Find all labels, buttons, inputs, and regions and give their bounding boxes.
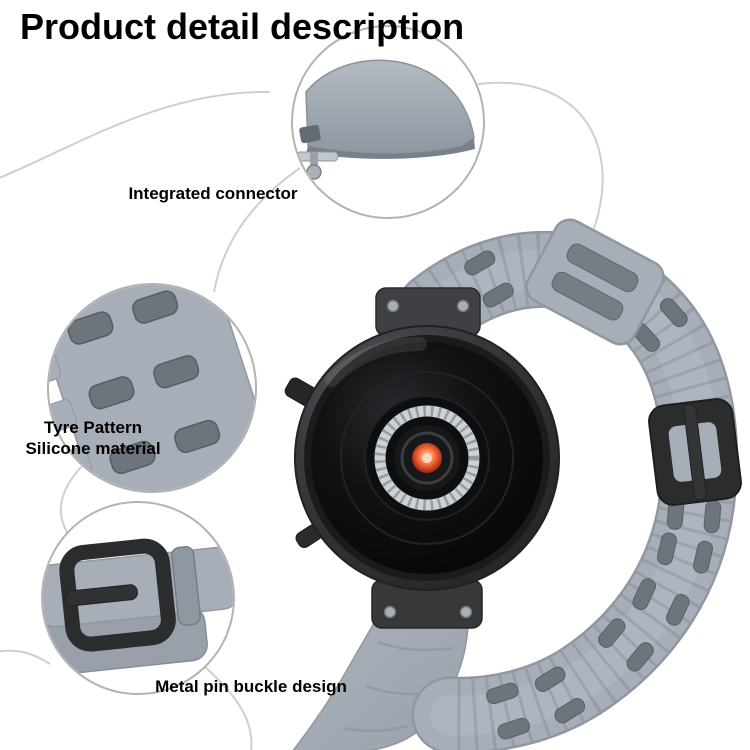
sensor-core-dot	[422, 453, 432, 463]
keeper-slot	[566, 243, 639, 293]
decorative-curves	[0, 81, 604, 750]
strap-buckle	[648, 398, 742, 506]
callout-circle-buckle	[41, 501, 235, 695]
strap-hole-pair	[632, 298, 688, 352]
callout-buckle-content	[43, 538, 233, 677]
pattern-slot	[132, 290, 179, 324]
pattern-tread-tooth	[15, 303, 46, 337]
strap-loop	[396, 218, 742, 750]
strap-keeper	[525, 218, 665, 346]
pin-stem	[310, 152, 318, 168]
buckle-zoom	[59, 538, 176, 652]
decorative-curve	[203, 665, 253, 750]
pattern-slot	[153, 355, 200, 389]
label-metal-pin-buckle: Metal pin buckle design	[155, 677, 347, 696]
strap-hole-pair	[632, 578, 690, 626]
dial-ring	[340, 371, 514, 545]
buckle-zoom-pin	[65, 584, 138, 607]
pattern-strap-body	[49, 285, 255, 491]
pattern-slot	[88, 376, 135, 410]
callout-border	[291, 25, 485, 219]
label-tyre-pattern-line2: Silicone material	[25, 438, 161, 458]
keeper-body	[525, 218, 665, 346]
buckle-pin	[683, 403, 707, 501]
callout-connector-content	[295, 59, 475, 180]
smartwatch-product	[284, 218, 742, 750]
sensor-inner-ring	[400, 431, 454, 485]
decorative-curve	[0, 649, 51, 665]
callout-pattern-content	[15, 285, 255, 491]
lug-screw	[456, 299, 470, 313]
label-tyre-pattern-line1: Tyre Pattern	[44, 418, 142, 437]
connector-body	[305, 59, 475, 155]
connector-underside	[306, 138, 475, 159]
callout-border	[47, 283, 257, 493]
callout-circle-connector	[291, 25, 485, 219]
decorative-curve	[59, 465, 83, 535]
pattern-slot	[67, 311, 114, 345]
page-title: Product detail description	[20, 6, 465, 47]
pattern-slot	[109, 440, 156, 475]
pattern-tread-tooth	[49, 351, 62, 384]
decorative-curve	[213, 167, 301, 293]
strap-hole-pair	[656, 532, 714, 574]
keeper-slot	[551, 271, 624, 321]
decorative-curve	[0, 90, 271, 179]
sensor-metal-ring-texture	[374, 405, 480, 511]
strap-hole-pair	[598, 618, 654, 672]
lug-screw	[383, 605, 397, 619]
label-tyre-pattern: Tyre Pattern Silicone material	[18, 418, 168, 459]
watch-body	[284, 287, 560, 629]
pattern-slot	[174, 419, 221, 454]
lug-screw	[459, 605, 473, 619]
strap-hole-pair	[464, 250, 514, 308]
glass-highlight	[325, 336, 427, 387]
label-integrated-connector: Integrated connector	[128, 184, 298, 203]
callout-circle-pattern	[15, 283, 257, 493]
sensor-assembly	[364, 395, 490, 521]
lug-screw	[386, 299, 400, 313]
buckle-keeper-loop	[171, 546, 201, 626]
strap-hole-pair	[486, 682, 530, 740]
connector-notch	[299, 124, 321, 144]
callout-border	[41, 501, 235, 695]
strap-hole-pair	[534, 666, 586, 724]
